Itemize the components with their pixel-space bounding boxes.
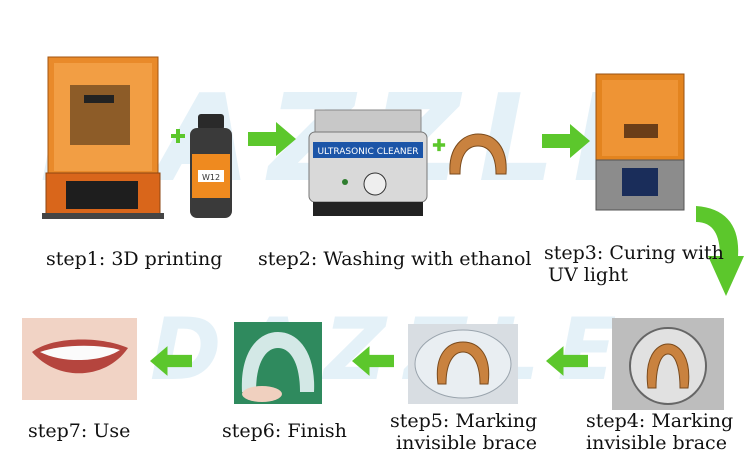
step4-caption: step4: Marking invisible brace: [586, 410, 733, 454]
step2-label: step2: Washing with ethanol: [258, 248, 532, 270]
step2-caption: step2: Washing with ethanol: [258, 248, 531, 270]
step4-label-line1: step4: Marking: [586, 410, 734, 432]
step3-caption: step3: Curing with UV light: [544, 242, 724, 286]
arrow-left-icon: [150, 346, 192, 376]
step7-label: step7: Use: [28, 420, 131, 442]
step1-label: step1: 3D printing: [46, 248, 223, 270]
dental-model-image: [449, 133, 507, 175]
watermark-bottom: DAZZLE: [150, 300, 635, 400]
clear-aligner-image: [234, 322, 322, 404]
step5-caption: step5: Marking invisible brace: [390, 410, 537, 454]
arrow-right-icon: [248, 122, 296, 156]
plus-icon: [171, 129, 185, 143]
step3-label-line1: step3: Curing with: [544, 242, 724, 264]
arrow-right-icon: [542, 124, 590, 158]
step1-caption: step1: 3D printing: [46, 248, 222, 270]
cleaner-label-text: ULTRASONIC CLEANER: [317, 147, 418, 157]
thermoforming-machine-image: [612, 318, 724, 410]
smile-aligner-image: [22, 318, 137, 400]
arrow-left-icon: [352, 346, 394, 376]
step4-label-line2: invisible brace: [586, 432, 727, 454]
plus-icon: [432, 138, 446, 152]
step5-label-line2: invisible brace: [396, 432, 537, 454]
step6-label: step6: Finish: [222, 420, 347, 442]
ultrasonic-cleaner-image: ULTRASONIC CLEANER: [308, 109, 428, 216]
printer-3d-image: [42, 56, 164, 219]
resin-bottle-image: W12: [190, 114, 232, 218]
thermoformed-model-image: [408, 324, 518, 404]
step3-label-line2: UV light: [548, 264, 628, 286]
arrow-left-icon: [546, 346, 588, 376]
step6-caption: step6: Finish: [222, 420, 347, 442]
arrow-curve-down-icon: [696, 206, 744, 296]
step5-label-line1: step5: Marking: [390, 410, 538, 432]
bottle-label-text: W12: [202, 173, 220, 182]
uv-curing-box-image: [595, 73, 685, 211]
step7-caption: step7: Use: [28, 420, 130, 442]
